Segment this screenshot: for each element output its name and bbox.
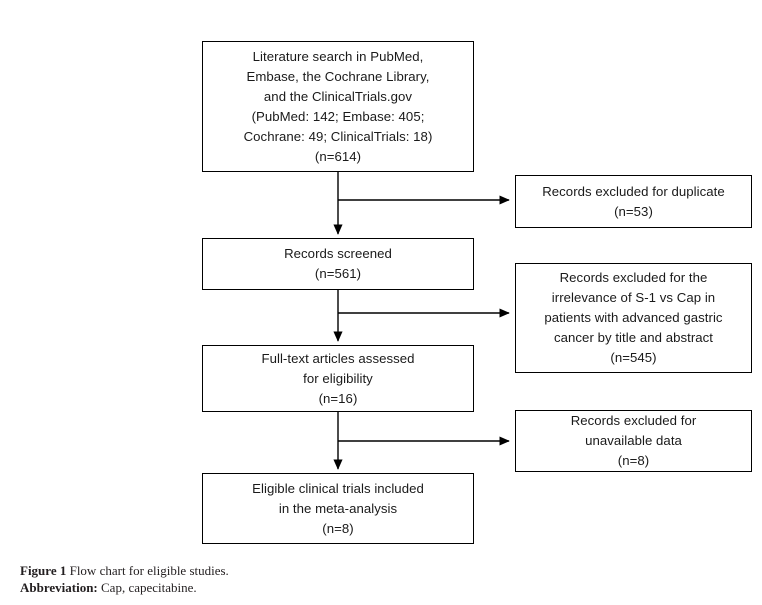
abbreviation-label: Abbreviation: [20, 580, 98, 595]
node-line-count: (n=53) [614, 203, 653, 219]
node-line: Records excluded for the [559, 270, 708, 285]
node-line: (PubMed: 142; Embase: 405; [251, 108, 425, 124]
node-line: Records screened [284, 246, 392, 261]
node-line: Full-text articles assessed [261, 350, 415, 366]
node-records-excluded-unavailable: Records excluded for unavailable data (n… [515, 410, 752, 472]
node-line-count: (n=614) [314, 148, 362, 164]
caption-abbreviation-row: Abbreviation: Cap, capecitabine. [20, 579, 740, 596]
node-line-count: (n=545) [610, 350, 657, 365]
caption-title-row: Figure 1 Flow chart for eligible studies… [20, 562, 740, 579]
node-eligible-clinical-trials: Eligible clinical trials included in the… [202, 473, 474, 544]
node-line: in the meta-analysis [278, 500, 398, 516]
abbreviation-text: Cap, capecitabine. [101, 580, 197, 595]
figure-caption-text: Flow chart for eligible studies. [69, 563, 229, 578]
node-line: patients with advanced gastric [544, 310, 723, 325]
node-line: cancer by title and abstract [554, 330, 713, 345]
node-fulltext-articles-assessed: Full-text articles assessed for eligibil… [202, 345, 474, 412]
node-line: unavailable data [585, 433, 682, 448]
node-line-count: (n=16) [318, 390, 358, 406]
node-line: for eligibility [303, 370, 373, 386]
figure-number: Figure 1 [20, 563, 67, 578]
node-records-excluded-irrelevance: Records excluded for the irrelevance of … [515, 263, 752, 373]
node-line-count: (n=561) [314, 266, 362, 281]
node-line: Literature search in PubMed, [252, 48, 424, 64]
node-line: Eligible clinical trials included [252, 480, 424, 496]
node-line: Records excluded for duplicate [542, 183, 725, 199]
node-line: Embase, the Cochrane Library, [246, 68, 430, 84]
node-line-count: (n=8) [617, 453, 650, 468]
node-records-excluded-duplicate: Records excluded for duplicate (n=53) [515, 175, 752, 228]
node-line: Records excluded for [570, 413, 697, 428]
node-line: and the ClinicalTrials.gov [263, 88, 413, 104]
node-line-count: (n=8) [322, 520, 354, 536]
node-line: irrelevance of S-1 vs Cap in [551, 290, 716, 305]
node-line: Cochrane: 49; ClinicalTrials: 18) [243, 128, 433, 144]
node-literature-search: Literature search in PubMed, Embase, the… [202, 41, 474, 172]
figure-caption: Figure 1 Flow chart for eligible studies… [20, 562, 740, 596]
node-records-screened: Records screened (n=561) [202, 238, 474, 290]
